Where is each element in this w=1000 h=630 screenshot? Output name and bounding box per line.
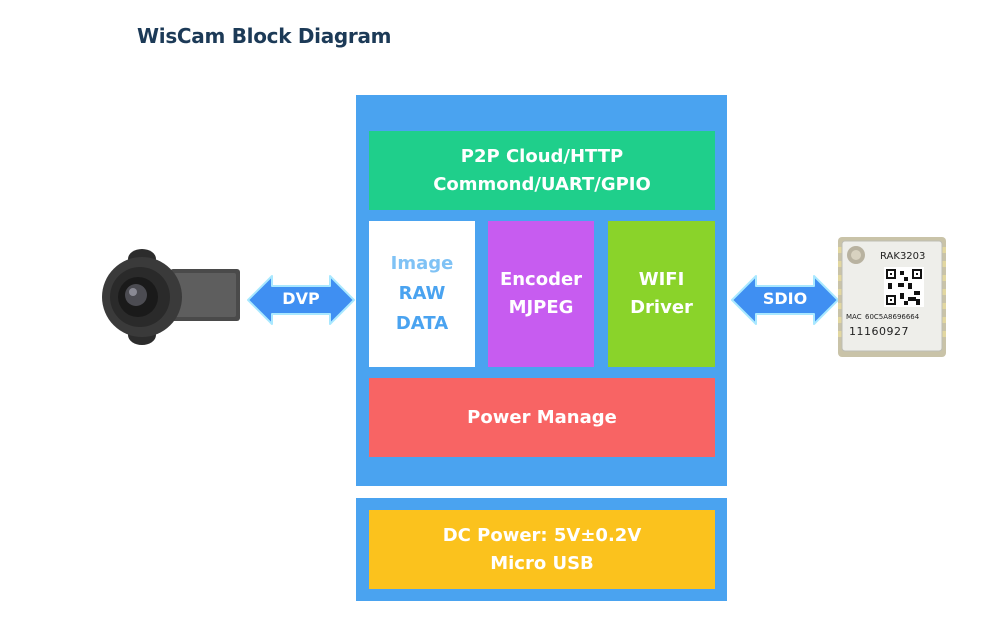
dc-power-line-2: Micro USB bbox=[490, 552, 594, 574]
dc-power-block: DC Power: 5V±0.2V Micro USB bbox=[369, 510, 715, 589]
dc-power-line-1: DC Power: 5V±0.2V bbox=[442, 524, 642, 546]
diagram-title: WisCam Block Diagram bbox=[137, 24, 392, 48]
module-serial: 11160927 bbox=[849, 325, 909, 338]
camera-module-image bbox=[102, 249, 240, 345]
p2p-line-1: P2P Cloud/HTTP bbox=[460, 145, 624, 167]
dvp-label: DVP bbox=[282, 289, 320, 308]
encoder-line-2: MJPEG bbox=[508, 297, 574, 318]
dvp-arrow bbox=[247, 275, 355, 325]
module-mac-label: MAC bbox=[846, 313, 862, 321]
encoder-block: Encoder MJPEG bbox=[488, 221, 594, 367]
image-raw-data-block: Image RAW DATA bbox=[369, 221, 475, 367]
wifi-line-1: WIFI bbox=[638, 269, 685, 290]
wifi-module-image bbox=[838, 237, 946, 357]
image-line-2: RAW bbox=[398, 283, 446, 304]
wifi-driver-block: WIFI Driver bbox=[608, 221, 715, 367]
image-line-3: DATA bbox=[395, 313, 449, 334]
power-manage-label: Power Manage bbox=[467, 406, 617, 428]
power-manage-block: Power Manage bbox=[369, 378, 715, 457]
p2p-line-2: Commond/UART/GPIO bbox=[433, 173, 651, 195]
encoder-line-1: Encoder bbox=[499, 269, 583, 290]
module-model: RAK3203 bbox=[880, 251, 926, 262]
image-line-1: Image bbox=[390, 253, 454, 274]
p2p-cloud-block: P2P Cloud/HTTP Commond/UART/GPIO bbox=[369, 131, 715, 210]
sdio-label: SDIO bbox=[762, 289, 808, 308]
module-mac-value: 60C5A8696664 bbox=[865, 313, 920, 321]
wifi-line-2: Driver bbox=[630, 297, 693, 318]
